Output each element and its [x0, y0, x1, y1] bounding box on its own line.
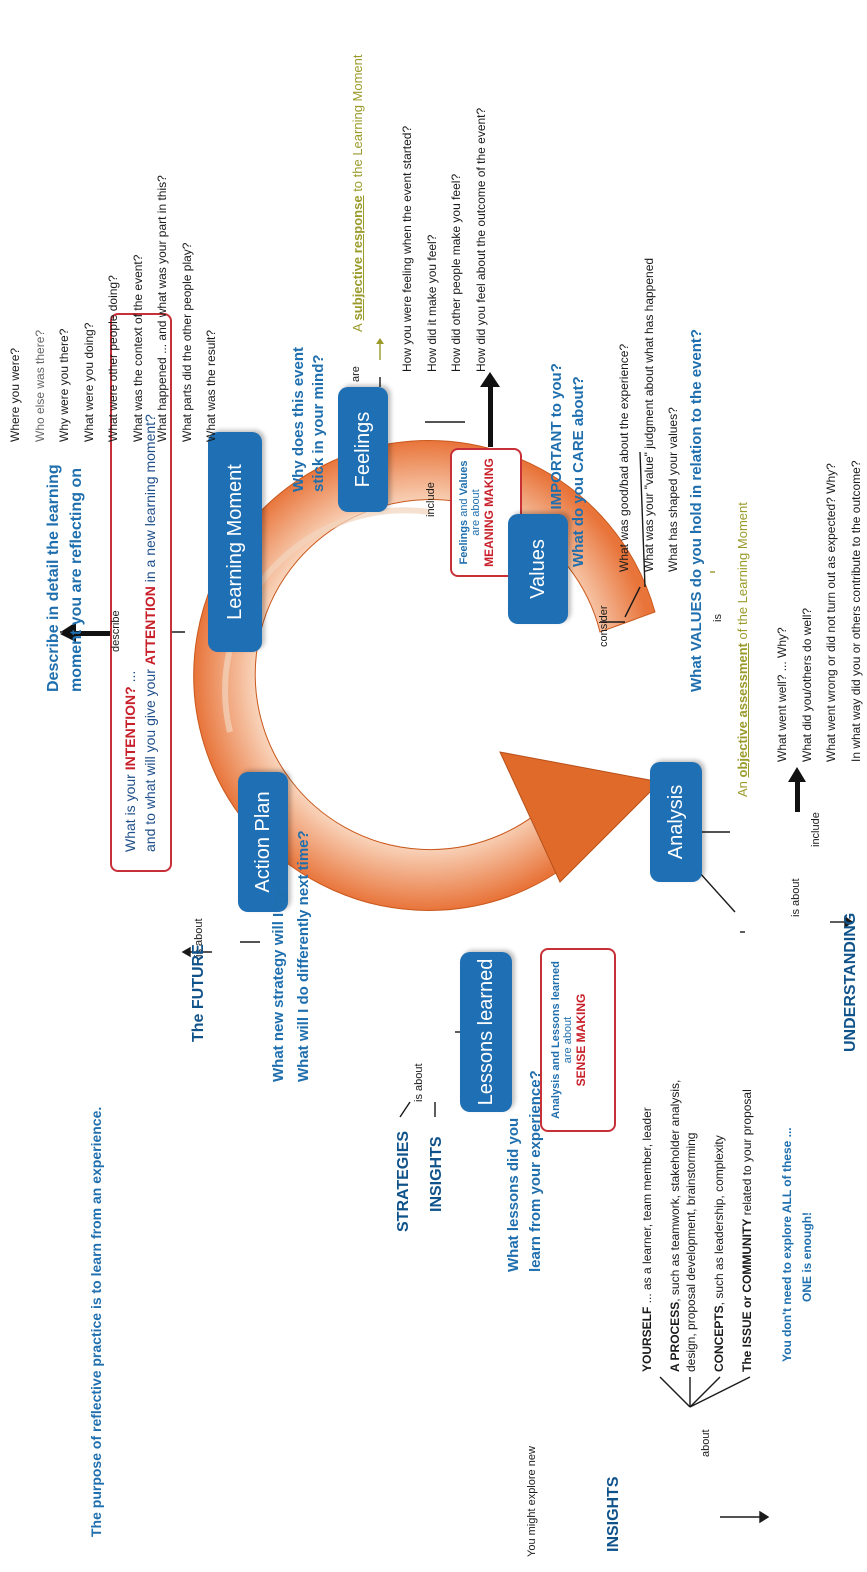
- question-item: What happened ... and what was your part…: [155, 175, 169, 442]
- intention-line-1: What is your INTENTION? ...: [122, 670, 138, 852]
- question-item: What went well? ... Why?: [775, 627, 789, 762]
- question-item: What was the context of the event?: [130, 254, 145, 442]
- question-item: What was the result?: [204, 329, 218, 442]
- analysis-is-label: is: [712, 614, 724, 622]
- are-label: are: [350, 366, 362, 382]
- sense-box-line2: are about: [562, 1016, 574, 1064]
- insight-process: A PROCESS, such as teamwork, stakeholder…: [668, 1079, 682, 1372]
- future-label: The FUTURE: [190, 944, 207, 1042]
- node-lessons-learned: Lessons learned: [460, 952, 512, 1112]
- about-label: about: [700, 1429, 712, 1457]
- subjective-response: A subjective response to the Learning Mo…: [350, 54, 365, 333]
- node-values: Values: [508, 514, 568, 624]
- insights-note-1: You don't need to explore ALL of these .…: [780, 1127, 794, 1362]
- question-item: What was good/bad about the experience?: [617, 343, 631, 572]
- understanding-label: UNDERSTANDING: [842, 912, 859, 1052]
- insights-label: INSIGHTS: [428, 1136, 445, 1212]
- analysis-is-about-label: is about: [790, 878, 802, 917]
- learning-moment-heading-1: Describe in detail the learning: [45, 464, 62, 692]
- question-item: What were other people doing?: [106, 275, 120, 442]
- question-item: How you were feeling when the event star…: [400, 125, 414, 372]
- analysis-questions: What went well? ... Why? What did you/ot…: [770, 460, 867, 762]
- action-heading-2: What will I do differently next time?: [295, 830, 312, 1082]
- cycle-arrowhead: [499, 751, 662, 883]
- question-item: In what way did you or others contribute…: [848, 460, 863, 762]
- lessons-heading-1: What lessons did you: [505, 1117, 522, 1272]
- values-questions: What was good/bad about the experience? …: [612, 258, 686, 572]
- node-analysis: Analysis: [650, 762, 702, 882]
- feelings-include-label: include: [425, 482, 437, 517]
- meaning-box-line3: MEANING MAKING: [482, 458, 496, 567]
- sense-box-line3: SENSE MAKING: [574, 993, 588, 1087]
- feelings-heading-2: stick in your mind?: [310, 354, 327, 492]
- question-item: What were you doing?: [81, 322, 96, 442]
- lessons-heading-2: learn from your experience?: [527, 1070, 544, 1272]
- insight-issue: The ISSUE or COMMUNITY related to your p…: [740, 1089, 754, 1372]
- insight-concepts: CONCEPTS, such as leadership, complexity: [712, 1135, 726, 1372]
- question-item: Why were you there?: [57, 328, 71, 442]
- question-item: What went wrong or did not turn out as e…: [824, 463, 838, 762]
- question-item: What did you/others do well?: [799, 607, 814, 762]
- objective-assessment: An objective assessment of the Learning …: [735, 502, 750, 797]
- question-item: Who else was there?: [32, 329, 47, 442]
- values-footer: What VALUES do you hold in relation to t…: [688, 328, 705, 692]
- node-feelings: Feelings: [338, 387, 388, 512]
- action-heading-1: What new strategy will I try?: [270, 880, 287, 1082]
- sense-box-line1: Analysis and Lessons learned: [550, 961, 562, 1119]
- feelings-questions: How you were feeling when the event star…: [395, 108, 493, 372]
- strategies-label: STRATEGIES: [395, 1130, 412, 1232]
- meaning-box-line2: are about: [470, 489, 482, 536]
- question-item: What has shaped your values?: [666, 407, 680, 572]
- sense-making-box: Analysis and Lessons learned are about S…: [540, 948, 616, 1132]
- describe-label: describe: [110, 610, 122, 652]
- node-learning-moment: Learning Moment: [208, 432, 262, 652]
- question-item: Where you were?: [8, 347, 22, 442]
- question-item: How did it make you feel?: [424, 234, 439, 372]
- insight-yourself: YOURSELF ... as a learner, team member, …: [640, 1107, 654, 1372]
- consider-label: consider: [598, 605, 610, 647]
- question-item: What was your "value" judgment about wha…: [641, 257, 656, 572]
- insight-process-line2: design, proposal development, brainstorm…: [684, 1132, 698, 1372]
- lessons-is-about-label: is about: [413, 1063, 425, 1102]
- might-explore-label: You might explore new: [526, 1446, 538, 1557]
- values-heading-2: What do you CARE about?: [570, 376, 587, 567]
- learning-moment-heading-2: moment you are reflecting on: [68, 467, 85, 692]
- insights-note-2: ONE is enough!: [800, 1212, 814, 1302]
- intention-line-2: and to what will you give your ATTENTION…: [142, 414, 158, 852]
- question-item: How did you feel about the outcome of th…: [473, 107, 488, 372]
- learning-moment-questions: Where you were? Who else was there? Why …: [3, 175, 224, 442]
- question-item: How did other people make you feel?: [449, 173, 463, 372]
- purpose-statement: The purpose of reflective practice is to…: [88, 1106, 104, 1537]
- question-item: What parts did the other people play?: [179, 242, 194, 442]
- analysis-include-label: include: [810, 812, 822, 847]
- insights-title: INSIGHTS: [605, 1476, 622, 1552]
- feelings-heading-1: Why does this event: [290, 346, 307, 492]
